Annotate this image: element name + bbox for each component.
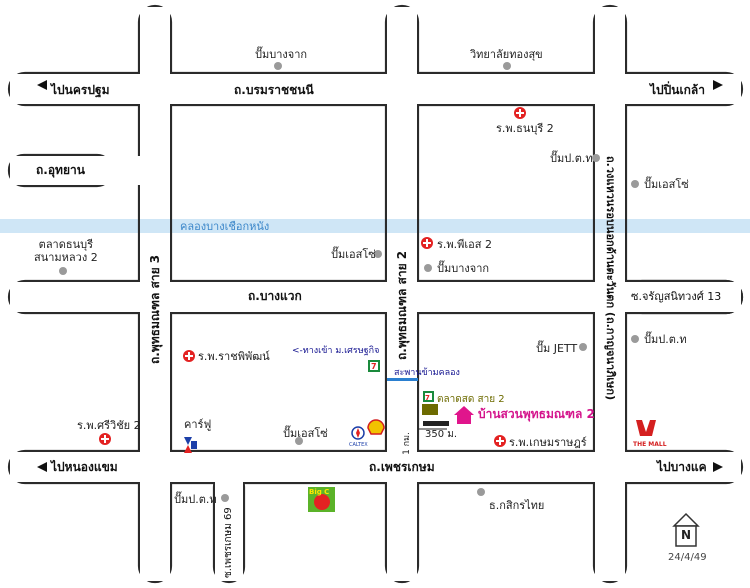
label-caltex: CALTEX <box>349 442 368 448</box>
label-hosp-thonburi2: ร.พ.ธนบุรี 2 <box>496 122 554 135</box>
arrow-right-icon <box>713 80 723 90</box>
pump-dot <box>295 437 303 445</box>
hospital-icon <box>183 350 195 362</box>
label-km: 1 กม. <box>401 432 412 455</box>
label-hosp-srivichai2: ร.พ.ศรีวิชัย 2 <box>77 419 141 432</box>
label-bridge: สะพานข้ามคลอง <box>394 368 460 378</box>
direction-bang-khae: ไปบางแค <box>657 460 707 474</box>
label-carrefour: คาร์ฟู <box>184 418 212 431</box>
label-pump-jett: ปั๊ม JETT <box>536 342 578 355</box>
pump-dot <box>59 267 67 275</box>
seven-eleven-icon: 7 <box>368 360 380 372</box>
direction-nakhon-pathom: ไปนครปฐม <box>51 83 110 97</box>
bigc-icon <box>308 487 335 512</box>
canal-label: คลองบางเชือกหนัง <box>180 220 270 233</box>
pump-dot <box>477 488 485 496</box>
pump-dot <box>579 343 587 351</box>
hospital-icon <box>421 237 433 249</box>
direction-nong-khaem: ไปหนองแขม <box>51 460 118 474</box>
label-bigc: Big C <box>309 488 330 496</box>
svg-text:7: 7 <box>425 394 430 402</box>
direction-pinklao: ไปปิ่นเกล้า <box>650 83 705 97</box>
label-the-mall: THE MALL <box>633 441 667 448</box>
pump-dot <box>631 180 639 188</box>
pump-dot <box>631 335 639 343</box>
shell-icon <box>367 419 385 435</box>
road-label-uthayan: ถ.อุทยาน <box>36 163 85 177</box>
label-hosp-ratchaphiphat: ร.พ.ราชพิพัฒน์ <box>198 350 270 363</box>
destination-block <box>422 404 438 415</box>
pump-dot <box>503 62 511 70</box>
label-pump-ptt-bottom: ปั๊มป.ต.ท <box>174 493 217 506</box>
svg-text:7: 7 <box>371 362 377 371</box>
seven-eleven-icon: 7 <box>423 391 434 402</box>
hospital-icon <box>99 433 111 445</box>
map-date: 24/4/49 <box>668 552 707 563</box>
label-hosp-ps2: ร.พ.พีเอส 2 <box>437 238 492 251</box>
arrow-right-icon <box>713 462 723 472</box>
road-label-phetkasem: ถ.เพชรเกษม <box>369 460 435 474</box>
pump-dot <box>592 154 600 162</box>
pump-dot <box>424 264 432 272</box>
label-pump-esso-low: ปั๊มเอสโซ่ <box>283 427 328 440</box>
label-pump-bangchak-mid: ปั๊มบางจาก <box>437 262 490 275</box>
road-label-boromratchachonnani: ถ.บรมราชชนนี <box>234 83 314 97</box>
label-market-sai2: ตลาดสด สาย 2 <box>437 394 505 405</box>
road-label-phetkasem-69: ซ.เพชรเกษม 69 <box>223 507 234 578</box>
label-pump-ptt-right: ปั๊มป.ต.ท <box>644 333 687 346</box>
north-label: N <box>681 528 692 542</box>
the-mall-icon <box>634 416 658 440</box>
house-icon <box>454 406 474 424</box>
north-arrow-icon <box>672 512 700 547</box>
label-destination: บ้านสวนพุทธมณฑล 2 <box>478 407 595 421</box>
road-label-bang-waek: ถ.บางแวก <box>248 289 302 303</box>
hospital-icon <box>494 435 506 447</box>
carrefour-icon <box>184 437 197 453</box>
arrow-left-icon <box>37 80 47 90</box>
label-market-thonburi: ตลาดธนบุรี สนามหลวง 2 <box>34 238 98 264</box>
scale-bar <box>423 421 449 426</box>
label-way-in-setthakit: <-ทางเข้า ม.เศรษฐกิจ <box>292 346 380 356</box>
bridge-marker <box>387 378 418 381</box>
road-label-phutthamonthon-3: ถ.พุทธมณฑล สาย 3 <box>148 254 162 364</box>
road-label-ratchaphruek: ถ.วงแหวนรอบนอกด้านตะวันตก (ถ.กาญจนาภิเษก… <box>604 156 617 401</box>
label-pump-bangchak-top: ปั๊มบางจาก <box>255 48 308 61</box>
pump-dot <box>221 494 229 502</box>
pump-dot <box>274 62 282 70</box>
label-pump-ptt-top: ปั๊มป.ต.ท <box>550 152 593 165</box>
label-pump-esso-right: ปั๊มเอสโซ่ <box>644 178 689 191</box>
label-hosp-kasem: ร.พ.เกษมราษฎร์ <box>509 436 587 449</box>
pump-dot <box>374 250 382 258</box>
canal <box>0 219 750 233</box>
road-label-charan-13: ซ.จรัญสนิทวงศ์ 13 <box>631 290 722 303</box>
arrow-left-icon <box>37 462 47 472</box>
label-kasikorn: ธ.กสิกรไทย <box>489 499 545 512</box>
label-distance-350: 350 ม. <box>425 429 458 440</box>
hospital-icon <box>514 107 526 119</box>
road-label-phutthamonthon-2: ถ.พุทธมณฑล สาย 2 <box>395 250 409 360</box>
label-college: วิทยาลัยทองสุข <box>470 48 543 61</box>
label-pump-esso-mid: ปั๊มเอสโซ่ <box>331 248 376 261</box>
